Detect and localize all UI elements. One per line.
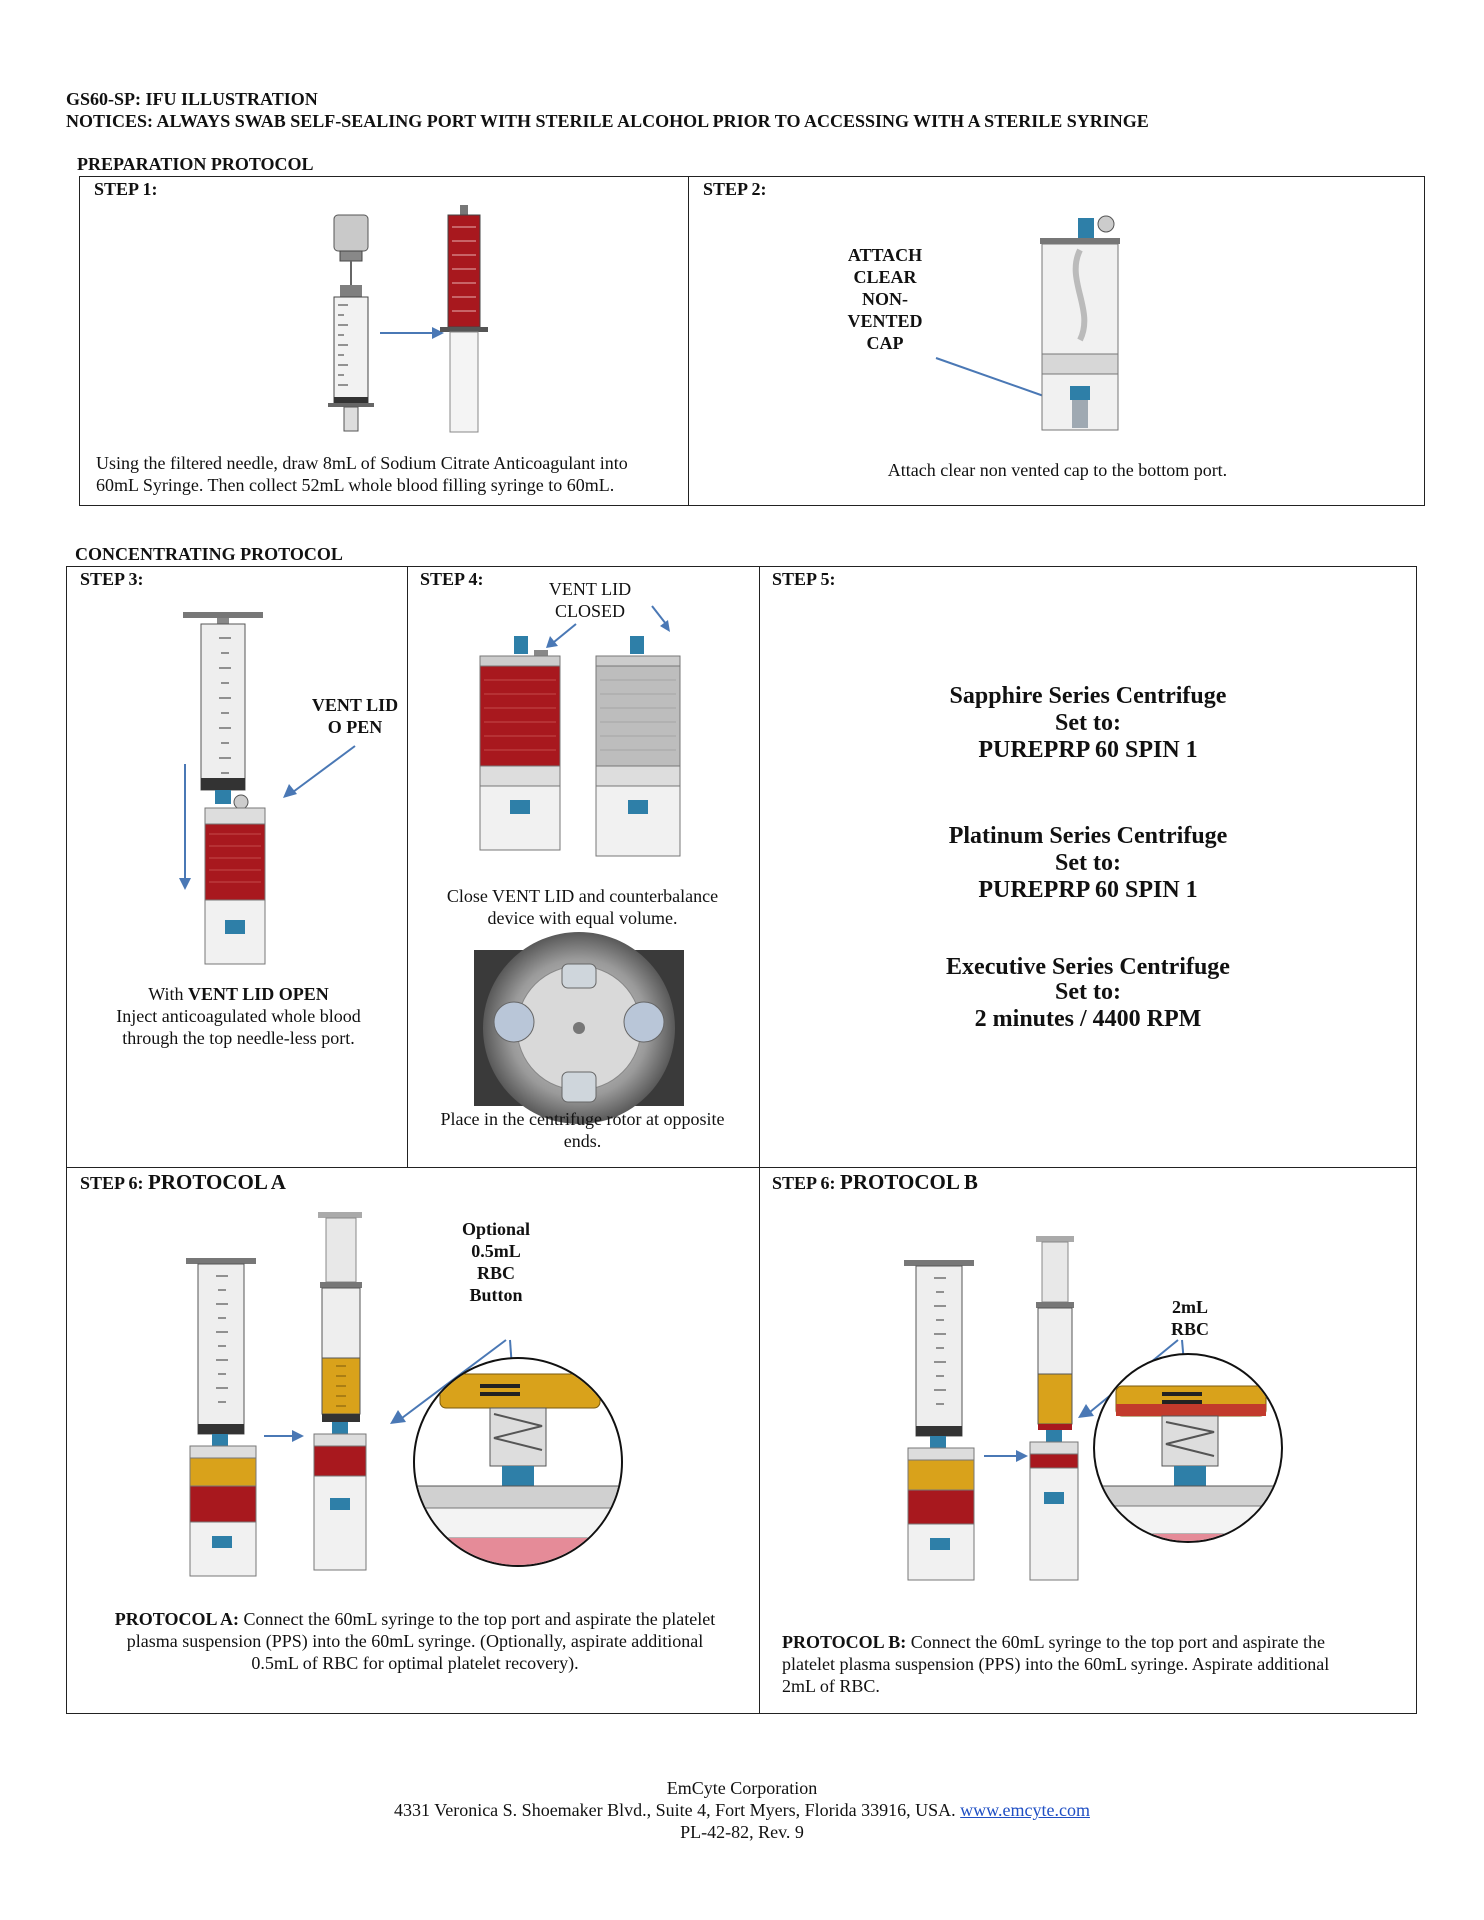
company-address: 4331 Veronica S. Shoemaker Blvd., Suite …	[394, 1800, 1090, 1820]
step3-callout: VENT LID O PEN	[311, 695, 399, 737]
company-name: EmCyte Corporation	[666, 1778, 818, 1798]
document-revision: PL-42-82, Rev. 9	[680, 1822, 804, 1842]
notice-text: NOTICES: ALWAYS SWAB SELF-SEALING PORT W…	[66, 111, 1149, 131]
step2-caption: Attach clear non vented cap to the botto…	[887, 460, 1228, 480]
step2-callout: ATTACH CLEAR NON- VENTED CAP	[847, 245, 923, 353]
step6a-label: STEP 6: PROTOCOL A	[80, 1170, 286, 1194]
step4-label: STEP 4:	[420, 569, 484, 589]
step2-illustration	[935, 215, 1120, 431]
step4-callout: VENT LID CLOSED	[548, 579, 632, 621]
footer: EmCyte Corporation 4331 Veronica S. Shoe…	[0, 1777, 1484, 1843]
concentrating-title: CONCENTRATING PROTOCOL	[75, 544, 343, 564]
step6a-illustration	[186, 1212, 623, 1577]
step4-caption2: Place in the centrifuge rotor at opposit…	[440, 1109, 725, 1151]
step6b-illustration	[904, 1236, 1283, 1581]
document-title: GS60-SP: IFU ILLUSTRATION	[66, 89, 318, 109]
step1-illustration	[328, 205, 488, 433]
preparation-panel	[79, 176, 1425, 506]
centrifuge-setting-sapphire: Sapphire Series Centrifuge Set to: PUREP…	[949, 683, 1227, 763]
website-link[interactable]: www.emcyte.com	[960, 1800, 1090, 1820]
centrifuge-setting-platinum: Platinum Series Centrifuge Set to: PUREP…	[948, 823, 1228, 903]
protocol-a-caption: PROTOCOL A: Connect the 60mL syringe to …	[114, 1609, 716, 1673]
step3-illustration	[179, 612, 356, 965]
step6a-callout: Optional 0.5mL RBC Button	[461, 1219, 531, 1305]
centrifuge-setting-executive: Executive Series Centrifuge Set to: 2 mi…	[946, 954, 1230, 1032]
step1-caption-line1: Using the filtered needle, draw 8mL of S…	[96, 453, 628, 473]
preparation-title: PREPARATION PROTOCOL	[77, 154, 314, 174]
step2-label: STEP 2:	[703, 179, 767, 199]
step4-caption1: Close VENT LID and counterbalance device…	[446, 886, 719, 928]
centrifuge-rotor-photo	[474, 932, 684, 1124]
step4-illustration	[479, 605, 681, 857]
step1-caption-line2: 60mL Syringe. Then collect 52mL whole bl…	[96, 475, 615, 495]
step1-label: STEP 1:	[94, 179, 158, 199]
step3-label: STEP 3:	[80, 569, 144, 589]
step6b-callout: 2mL RBC	[1170, 1297, 1209, 1339]
protocol-b-caption: PROTOCOL B: Connect the 60mL syringe to …	[782, 1632, 1330, 1696]
step5-label: STEP 5:	[772, 569, 836, 589]
step6b-label: STEP 6: PROTOCOL B	[772, 1170, 978, 1194]
concentrating-panel	[66, 566, 1417, 1714]
step3-caption: With VENT LID OPEN Inject anticoagulated…	[116, 984, 361, 1048]
